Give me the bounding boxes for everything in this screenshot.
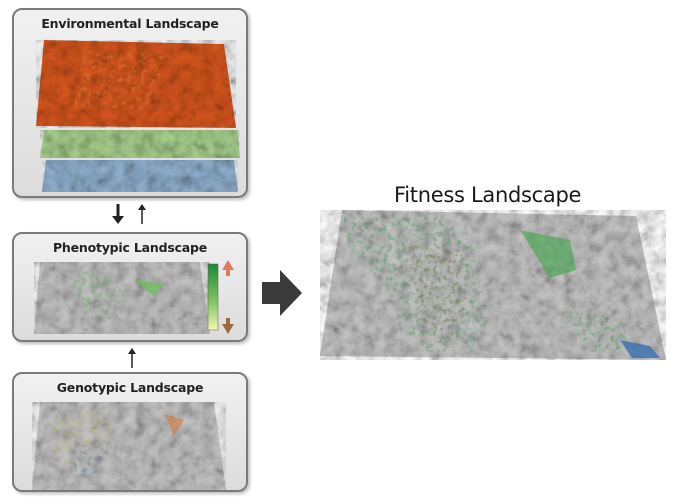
environmental-landscape-panel: Environmental Landscape [12,8,248,198]
gen-to-phen-arrow [128,348,136,368]
color-scale-bar [207,263,219,331]
env-to-phen-arrows [112,204,146,224]
up-arrow-icon [138,204,146,224]
environmental-layers-image [36,40,240,192]
genotypic-landscape-image [32,402,226,490]
phenotypic-landscape-image [34,260,234,334]
down-arrow-icon [112,204,124,224]
down-arrow-icon [222,318,234,334]
phenotypic-landscape-panel: Phenotypic Landscape [12,232,248,342]
up-arrow-icon [222,260,234,276]
genotypic-landscape-panel: Genotypic Landscape [12,372,248,492]
up-arrow-icon [128,348,136,368]
environmental-landscape-title: Environmental Landscape [41,16,219,31]
phenotypic-landscape-title: Phenotypic Landscape [52,240,208,255]
fitness-landscape-title: Fitness Landscape [394,183,582,207]
genotypic-landscape-title: Genotypic Landscape [56,380,204,395]
big-right-arrow-icon [262,270,302,316]
fitness-landscape-image [320,210,666,360]
